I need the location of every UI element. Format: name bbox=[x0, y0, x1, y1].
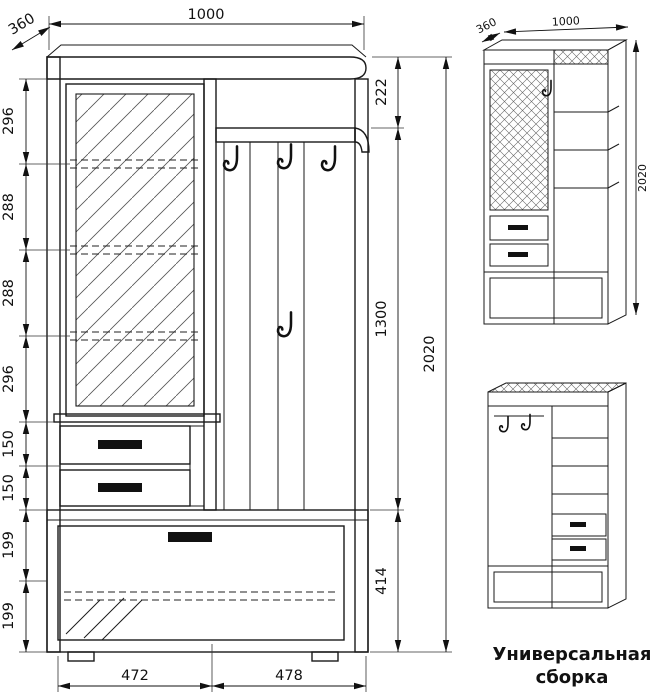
coat-hook-icon bbox=[320, 145, 337, 172]
hat-shelf-curved-end bbox=[354, 127, 370, 153]
iso-view-bottom bbox=[487, 382, 627, 609]
iso-drawer-handle bbox=[570, 546, 586, 551]
foot bbox=[311, 651, 339, 662]
drawer-handle bbox=[98, 440, 142, 449]
center-divider-panel bbox=[203, 78, 217, 511]
caption-line-1: Универсальная bbox=[493, 644, 652, 665]
dimension-top-width: 1000 bbox=[48, 7, 365, 50]
hook-batten-left bbox=[223, 141, 251, 511]
dim-label: 472 bbox=[121, 668, 149, 684]
dim-label: 199 bbox=[1, 531, 17, 559]
dim-label: 478 bbox=[275, 668, 303, 684]
dim-label: 1300 bbox=[374, 301, 390, 338]
dim-label: 288 bbox=[1, 279, 17, 307]
dimension-left-chain: 296 288 288 296 150 150 199 199 bbox=[1, 78, 70, 653]
cabinet-door bbox=[57, 525, 345, 641]
coat-hook-icon bbox=[520, 413, 531, 431]
hat-shelf bbox=[215, 127, 356, 143]
iso-front-face bbox=[487, 391, 609, 609]
dim-label-overall-height: 2020 bbox=[422, 336, 438, 373]
iso-drawer-front bbox=[551, 513, 607, 537]
drawer-top-board bbox=[53, 413, 221, 423]
dim-label: 222 bbox=[374, 78, 390, 106]
dim-label: 199 bbox=[1, 602, 17, 630]
iso-drawer-front bbox=[489, 243, 549, 267]
canopy-board bbox=[46, 56, 367, 80]
dim-label: 150 bbox=[1, 430, 17, 458]
iso-mirror-panel bbox=[489, 69, 549, 211]
caption-line-2: сборка bbox=[536, 667, 609, 688]
coat-hook-icon bbox=[222, 145, 239, 172]
dim-label: 360 bbox=[474, 15, 499, 36]
hidden-lines-base bbox=[64, 591, 338, 601]
dimension-right-chain: 222 1300 414 2020 bbox=[370, 56, 452, 653]
iso-drawer-handle bbox=[508, 225, 528, 230]
iso-right-face bbox=[607, 39, 627, 325]
door-handle bbox=[168, 532, 212, 542]
dim-label: 150 bbox=[1, 474, 17, 502]
right-side-panel bbox=[354, 78, 369, 653]
dimension-bottom-chain: 472 478 bbox=[57, 644, 367, 692]
hatch-marks bbox=[65, 597, 143, 641]
iso-top-face bbox=[487, 382, 627, 393]
iso-top-face bbox=[482, 39, 628, 51]
iso-shelves bbox=[554, 105, 620, 189]
extension-lines bbox=[370, 56, 452, 653]
iso-drawer-front bbox=[489, 215, 549, 241]
iso-base-door bbox=[493, 571, 603, 603]
assembly-caption: Универсальная сборка bbox=[493, 644, 652, 688]
iso-shelves bbox=[552, 437, 608, 495]
coat-hook-icon bbox=[276, 311, 293, 338]
foot bbox=[67, 651, 95, 662]
coat-hook-icon bbox=[498, 415, 509, 433]
coat-hook-icon bbox=[276, 143, 293, 170]
iso-drawer-front bbox=[551, 538, 607, 561]
dim-label: 288 bbox=[1, 193, 17, 221]
iso-base-door bbox=[489, 277, 603, 319]
dim-label: 2020 bbox=[636, 164, 649, 192]
iso-drawer-handle bbox=[508, 252, 528, 257]
drawer-handle bbox=[98, 483, 142, 492]
dim-label: 414 bbox=[374, 567, 390, 595]
canopy-depth-edge bbox=[46, 44, 367, 58]
dim-label: 296 bbox=[1, 107, 17, 135]
dimension-top-depth: 360 bbox=[6, 11, 51, 51]
front-view bbox=[46, 44, 370, 662]
dim-label: 1000 bbox=[551, 14, 580, 28]
iso-right-face bbox=[607, 382, 627, 609]
drawer-side-panel bbox=[189, 425, 205, 507]
dim-label: 296 bbox=[1, 365, 17, 393]
extension-lines bbox=[19, 78, 70, 653]
iso-drawer-handle bbox=[570, 522, 586, 527]
dim-label-width: 1000 bbox=[188, 7, 225, 23]
iso-canopy-fascia bbox=[553, 49, 609, 65]
dim-label-depth: 360 bbox=[6, 11, 38, 39]
iso-view-top: 1000 360 2020 bbox=[474, 14, 649, 325]
mirror-panel bbox=[75, 93, 195, 407]
base-cabinet bbox=[46, 509, 369, 653]
